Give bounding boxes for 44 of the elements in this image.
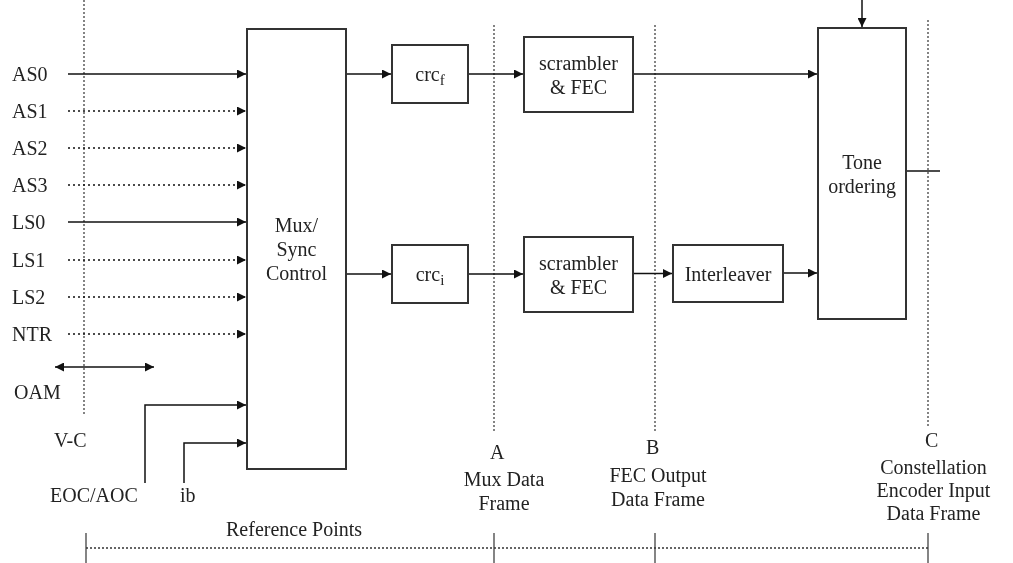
signal-label: AS3 xyxy=(12,173,68,197)
arrow xyxy=(633,69,818,79)
process-box: Tone ordering xyxy=(817,27,907,320)
signal-label: AS1 xyxy=(12,99,68,123)
arrow xyxy=(633,269,673,278)
arrow xyxy=(67,143,247,153)
reference-label: FEC Output Data Frame xyxy=(608,463,708,511)
arrow xyxy=(783,268,818,278)
signal-label: NTR xyxy=(12,322,68,346)
arrow xyxy=(183,438,247,484)
reference-label: V-C xyxy=(54,428,87,452)
reference-label: Mux Data Frame xyxy=(462,467,546,515)
signal-label: AS2 xyxy=(12,136,68,160)
process-box: scrambler & FEC xyxy=(523,236,634,313)
signal-label: LS2 xyxy=(12,285,68,309)
reference-label: Constellation Encoder Input Data Frame xyxy=(875,456,992,525)
arrow xyxy=(468,269,524,279)
signal-label: LS0 xyxy=(12,210,68,234)
arrow xyxy=(346,69,392,79)
reference-label: B xyxy=(646,435,660,459)
arrow xyxy=(857,0,867,28)
process-box: Mux/ Sync Control xyxy=(246,28,347,470)
arrow xyxy=(346,269,392,279)
arrow xyxy=(144,400,247,484)
process-box: crc$_{f}$ xyxy=(391,44,469,104)
arrow xyxy=(67,292,247,302)
arrow xyxy=(67,255,247,265)
signal-label: ib xyxy=(180,483,202,507)
process-box: Interleaver xyxy=(672,244,784,303)
reference-label: Reference Points xyxy=(226,517,363,541)
arrow xyxy=(67,329,247,339)
arrow xyxy=(67,217,247,227)
signal-label: EOC/AOC xyxy=(50,483,148,507)
arrow xyxy=(67,180,247,190)
arrow xyxy=(468,69,524,79)
reference-label: A xyxy=(490,440,505,464)
arrow xyxy=(67,69,247,79)
signal-label: AS0 xyxy=(12,62,68,86)
process-box: crc$_{i}$ xyxy=(391,244,469,304)
arrow xyxy=(67,106,247,116)
signal-label: LS1 xyxy=(12,248,68,272)
process-box: scrambler & FEC xyxy=(523,36,634,113)
reference-label: C xyxy=(925,428,939,452)
signal-label: OAM xyxy=(14,380,61,404)
